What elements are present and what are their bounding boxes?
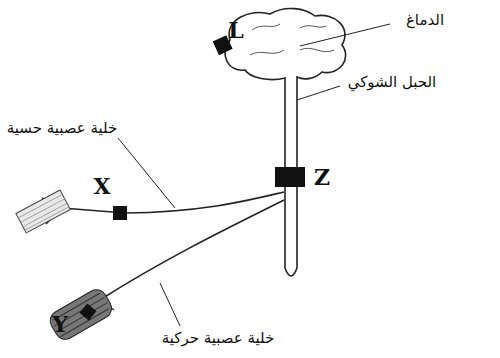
neuron-label: خلية عصبية حسية: [7, 119, 118, 137]
part-letter: L: [228, 17, 243, 43]
y-block: [80, 304, 97, 321]
neuron-label: خلية عصبية حركية: [162, 329, 275, 347]
organ-label: الدماغ: [406, 11, 444, 29]
brain-and-cord-outline: [225, 8, 345, 276]
leader-line: [160, 283, 180, 326]
leader-line: [118, 138, 175, 208]
part-letter: Y: [52, 311, 68, 337]
part-letter: Z: [314, 164, 330, 190]
x-block: [113, 206, 127, 220]
skin: [16, 190, 70, 233]
muscle: [47, 286, 116, 343]
leader-line: [297, 86, 340, 100]
organ-label: الحبل الشوكي: [348, 73, 437, 91]
part-letter: X: [93, 173, 110, 199]
z-block: [275, 167, 305, 187]
motor-neuron: [100, 200, 284, 300]
leader-line: [300, 24, 390, 46]
brain-folds: [250, 24, 334, 55]
